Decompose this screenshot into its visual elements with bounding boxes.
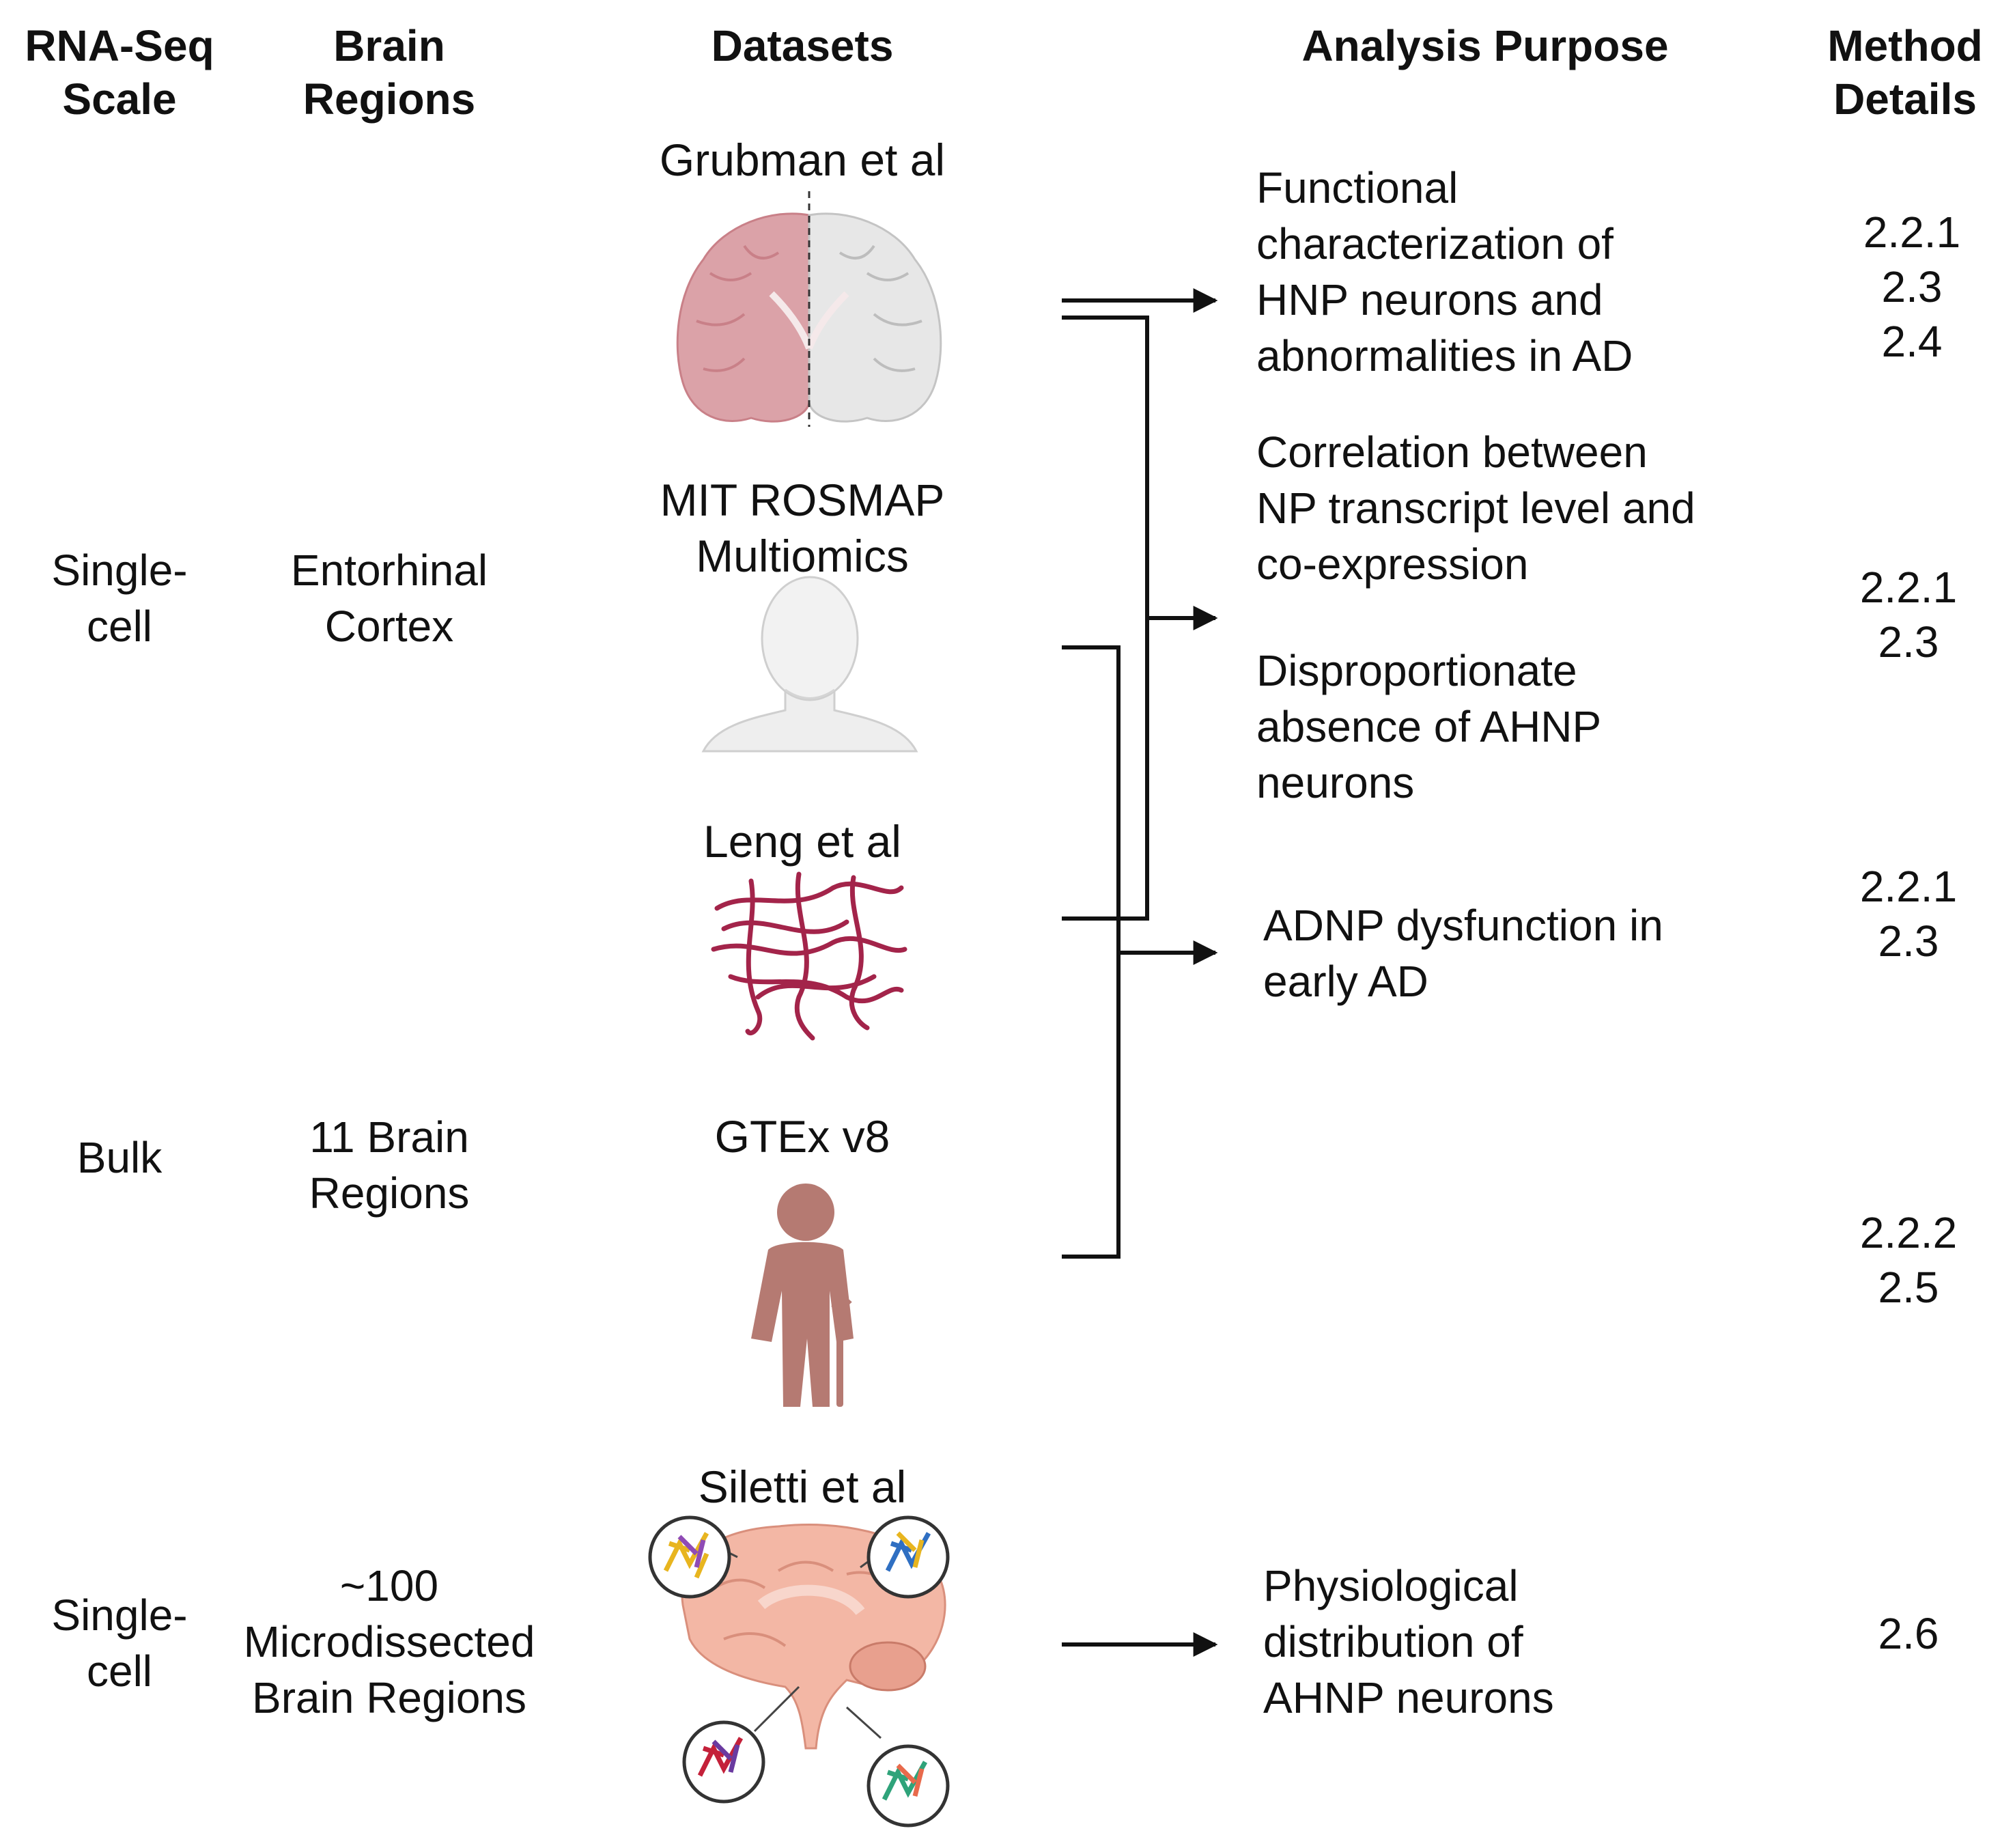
cell-inset-circle: [648, 1515, 731, 1599]
human-head-icon: [701, 576, 918, 753]
scale-single-cell-1: Single-cell: [51, 546, 188, 651]
region-11-brain-regions: 11 Brain Regions: [309, 1112, 470, 1218]
scale-bulk: Bulk: [76, 1133, 163, 1182]
dataset-leng: Leng et al: [703, 816, 901, 867]
purpose-functional-characterization: Functional characterization of HNP neuro…: [1256, 163, 1633, 380]
method-1-c: 2.4: [1881, 317, 1943, 366]
region-entorhinal-cortex: Entorhinal Cortex: [290, 546, 488, 651]
header-datasets: Datasets: [711, 21, 894, 70]
purpose-adnp-dysfunction: ADNP dysfunction in early AD: [1263, 901, 1663, 1006]
neuron-network-icon: [711, 871, 907, 1041]
method-4-a: 2.2.2: [1859, 1208, 1958, 1257]
dataset-gtex: GTEx v8: [714, 1111, 890, 1162]
purpose-correlation: Correlation between NP transcript level …: [1256, 428, 1695, 589]
coronal-brain-icon: [676, 191, 942, 427]
dataset-multiomics: Multiomics: [696, 531, 909, 581]
header-method-details: Method Details: [1827, 21, 1983, 124]
method-3-a: 2.2.1: [1859, 862, 1958, 911]
purpose-disproportionate-absence: Disproportionate absence of AHNP neurons: [1256, 646, 1601, 807]
method-1-a: 2.2.1: [1863, 208, 1961, 257]
cell-inset-circle: [866, 1515, 950, 1599]
method-5: 2.6: [1878, 1609, 1939, 1658]
method-3-b: 2.3: [1878, 916, 1939, 966]
header-rna-seq-scale: RNA-Seq Scale: [25, 21, 214, 124]
connector-lines: [1062, 288, 1218, 1657]
header-analysis-purpose: Analysis Purpose: [1301, 21, 1669, 70]
brain-regions-icon: [648, 1515, 950, 1828]
method-1-b: 2.3: [1881, 262, 1943, 311]
method-2-a: 2.2.1: [1859, 563, 1958, 612]
dataset-siletti: Siletti et al: [698, 1461, 907, 1512]
cell-inset-circle: [866, 1744, 950, 1828]
method-2-b: 2.3: [1878, 617, 1939, 667]
purpose-physiological-distribution: Physiological distribution of AHNP neuro…: [1263, 1561, 1554, 1722]
scale-single-cell-2: Single-cell: [51, 1591, 188, 1696]
region-microdissected: ~100 Microdissected Brain Regions: [243, 1561, 535, 1722]
dataset-mit-rosmap: MIT ROSMAP: [660, 475, 945, 525]
cell-inset-circle: [682, 1720, 765, 1804]
bracket-grubman-leng: [1062, 316, 1149, 921]
method-4-b: 2.5: [1878, 1263, 1939, 1312]
dataset-grubman: Grubman et al: [659, 135, 946, 185]
bracket-rosmap-gtex: [1062, 645, 1121, 1259]
header-brain-regions: Brain Regions: [302, 21, 476, 124]
elderly-person-icon: [751, 1184, 854, 1407]
